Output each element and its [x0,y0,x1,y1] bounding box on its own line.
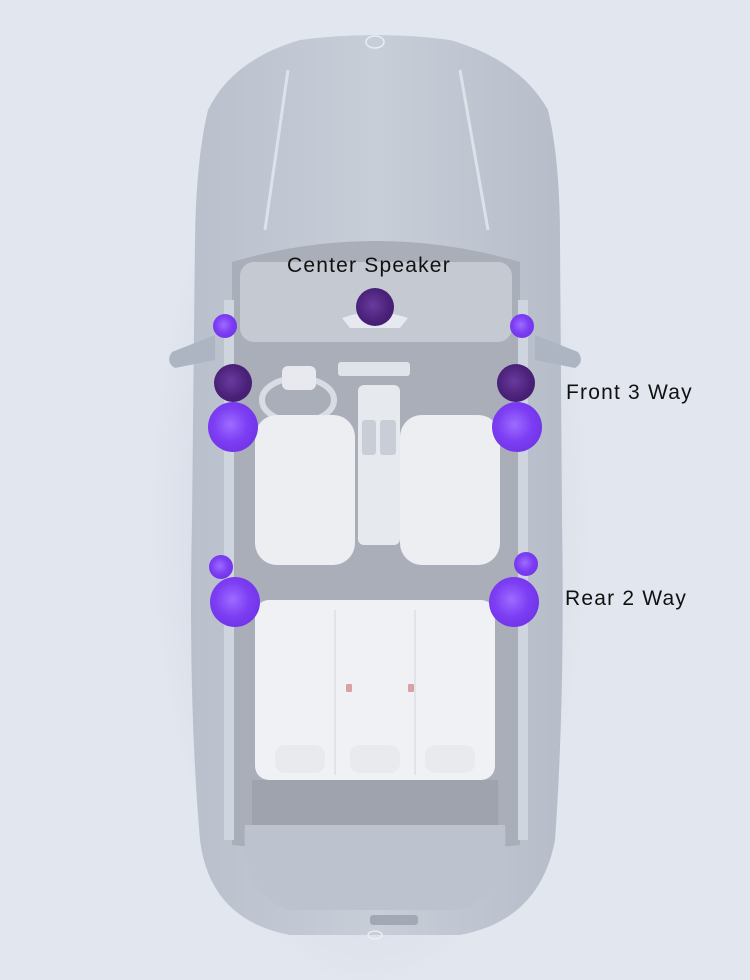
speaker-front-left-tweeter[interactable] [213,314,237,338]
speaker-rear-left-tweeter[interactable] [209,555,233,579]
speaker-rear-right-woofer[interactable] [489,577,539,627]
speaker-front-right-tweeter[interactable] [510,314,534,338]
speaker-front-right-woofer[interactable] [492,402,542,452]
label-front-3-way: Front 3 Way [566,381,693,404]
speaker-front-left-woofer[interactable] [208,402,258,452]
speaker-front-left-mid[interactable] [214,364,252,402]
speaker-rear-left-woofer[interactable] [210,577,260,627]
label-center-speaker: Center Speaker [287,254,451,277]
speaker-front-right-mid[interactable] [497,364,535,402]
speaker-rear-right-tweeter[interactable] [514,552,538,576]
label-rear-2-way: Rear 2 Way [565,587,688,610]
speaker-center[interactable] [356,288,394,326]
